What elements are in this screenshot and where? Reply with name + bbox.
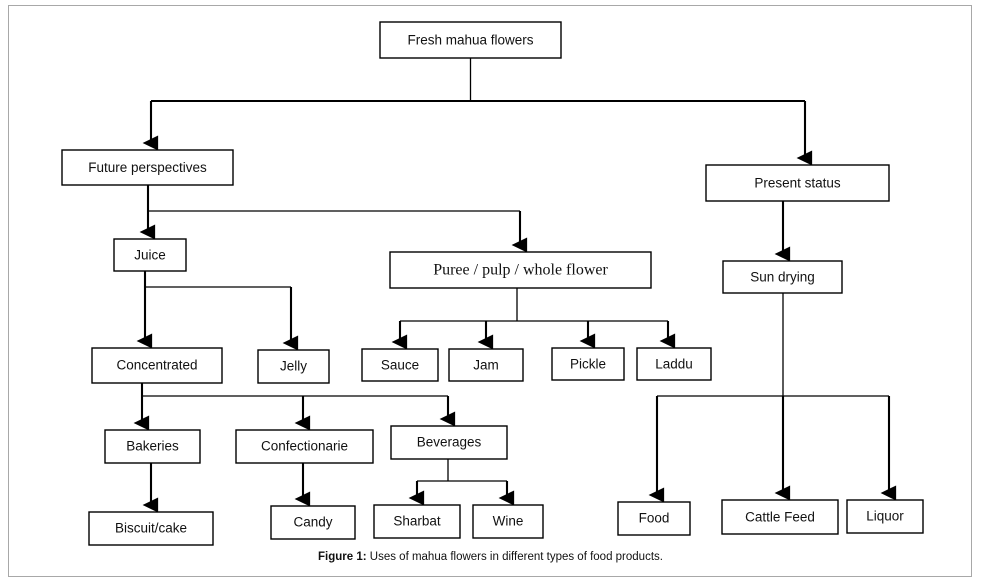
node-liquor[interactable]: Liquor — [846, 499, 924, 534]
node-label: Beverages — [417, 435, 482, 450]
node-label: Liquor — [866, 509, 904, 524]
node-food[interactable]: Food — [617, 501, 691, 536]
node-concentrated[interactable]: Concentrated — [91, 347, 223, 384]
node-label: Laddu — [655, 357, 693, 372]
node-beverages[interactable]: Beverages — [390, 425, 508, 460]
node-label: Food — [639, 511, 670, 526]
node-confectionarie[interactable]: Confectionarie — [235, 429, 374, 464]
node-pickle[interactable]: Pickle — [551, 347, 625, 381]
node-future-perspectives[interactable]: Future perspectives — [61, 149, 234, 186]
node-jam[interactable]: Jam — [448, 348, 524, 382]
node-label: Bakeries — [126, 439, 179, 454]
node-sharbat[interactable]: Sharbat — [373, 504, 461, 539]
node-label: Pickle — [570, 357, 606, 372]
figure-caption: Figure 1: Uses of mahua flowers in diffe… — [0, 551, 981, 563]
node-puree-pulp-whole-flower[interactable]: Puree / pulp / whole flower — [389, 251, 652, 289]
node-label: Puree / pulp / whole flower — [433, 262, 608, 279]
node-bakeries[interactable]: Bakeries — [104, 429, 201, 464]
node-candy[interactable]: Candy — [270, 505, 356, 540]
node-label: Cattle Feed — [745, 510, 815, 525]
node-label: Fresh mahua flowers — [407, 33, 533, 48]
node-label: Jam — [473, 358, 499, 373]
node-label: Sharbat — [393, 514, 441, 529]
figure-caption-text: Uses of mahua flowers in different types… — [366, 551, 663, 563]
node-label: Candy — [293, 515, 332, 530]
node-wine[interactable]: Wine — [472, 504, 544, 539]
node-group: Fresh mahua flowers Future perspectives … — [61, 21, 924, 546]
node-label: Sun drying — [750, 270, 815, 285]
node-laddu[interactable]: Laddu — [636, 347, 712, 381]
node-juice[interactable]: Juice — [113, 238, 187, 272]
node-cattle-feed[interactable]: Cattle Feed — [721, 499, 839, 535]
node-present-status[interactable]: Present status — [705, 164, 890, 202]
node-label: Biscuit/cake — [115, 521, 187, 536]
node-biscuit-cake[interactable]: Biscuit/cake — [88, 511, 214, 546]
node-label: Wine — [493, 514, 524, 529]
edge-group — [133, 58, 897, 513]
node-label: Present status — [754, 176, 841, 191]
node-label: Future perspectives — [88, 160, 207, 175]
node-label: Confectionarie — [261, 439, 348, 454]
node-label: Juice — [134, 248, 166, 263]
node-label: Sauce — [381, 358, 419, 373]
node-jelly[interactable]: Jelly — [257, 349, 330, 384]
node-fresh-mahua-flowers[interactable]: Fresh mahua flowers — [379, 21, 562, 59]
node-sun-drying[interactable]: Sun drying — [722, 260, 843, 294]
node-label: Jelly — [280, 359, 307, 374]
node-sauce[interactable]: Sauce — [361, 348, 439, 382]
figure-caption-label: Figure 1: — [318, 551, 367, 563]
node-label: Concentrated — [116, 358, 197, 373]
